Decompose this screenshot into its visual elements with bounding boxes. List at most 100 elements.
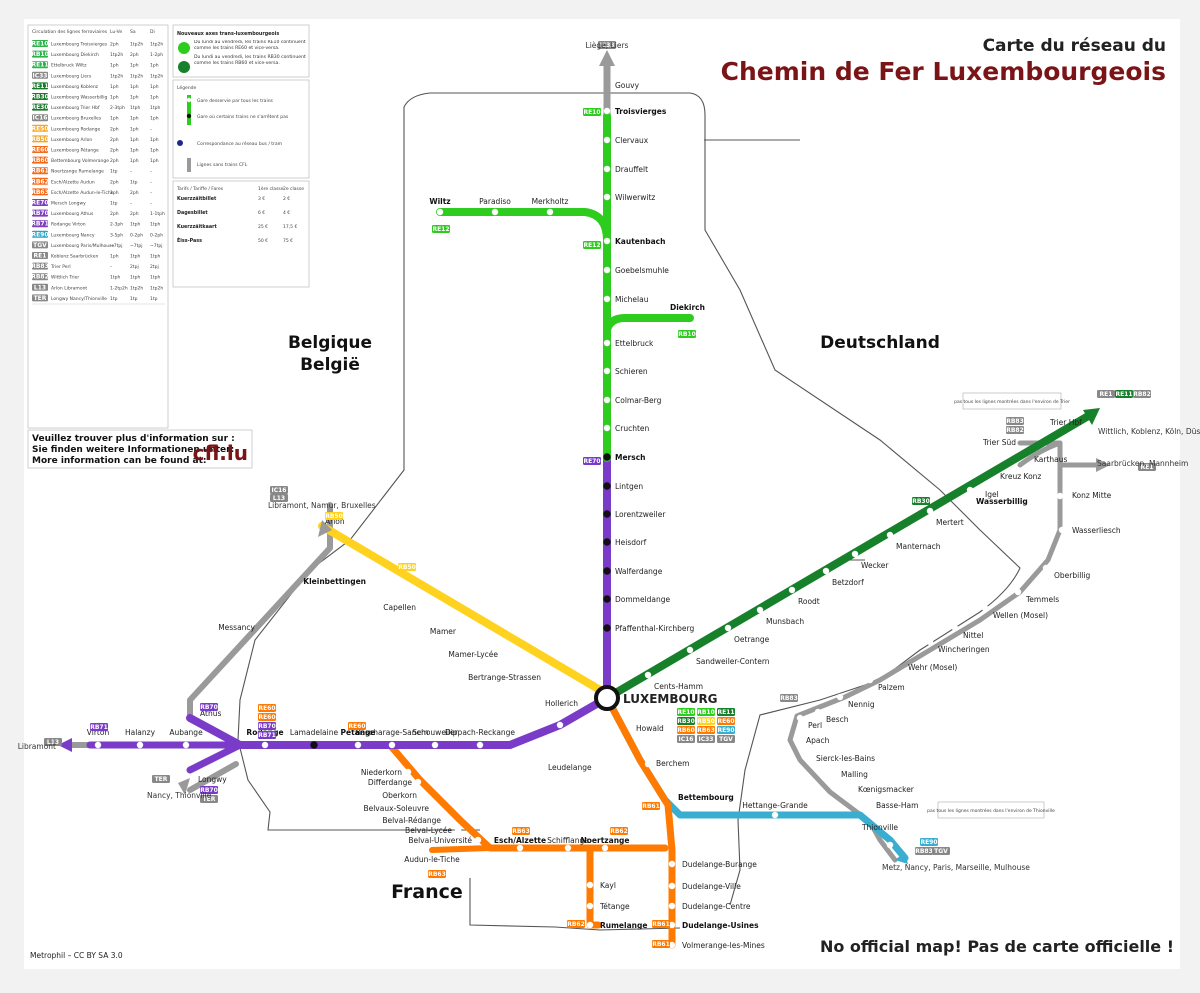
station-label-aubange[interactable]: Aubange [169, 728, 203, 737]
station-dot-belvaux-soleuvre[interactable] [431, 804, 439, 812]
station-label-basse-ham[interactable]: Basse-Ham [876, 801, 918, 810]
station-label-munsbach[interactable]: Munsbach [766, 617, 804, 626]
station-dot-apach[interactable] [796, 734, 804, 742]
station-label-konz-mitte[interactable]: Konz Mitte [1072, 491, 1112, 500]
station-dot-nennig[interactable] [836, 693, 844, 701]
station-label-trier-s-d[interactable]: Trier Süd [982, 438, 1016, 447]
station-label-wasserbillig[interactable]: Wasserbillig [976, 497, 1028, 506]
station-dot-pfaffenthal-kirchberg[interactable] [603, 624, 611, 632]
line-badge-re10[interactable]: RE10 [677, 708, 695, 716]
station-dot-troisvierges[interactable] [603, 107, 611, 115]
station-dot-munsbach[interactable] [756, 606, 764, 614]
station-dot-dudelange-burange[interactable] [668, 860, 676, 868]
station-label-wehr-mosel-[interactable]: Wehr (Mosel) [908, 663, 957, 672]
station-dot-bascharage-sanem[interactable] [388, 741, 396, 749]
station-label-sandweiler-contern[interactable]: Sandweiler-Contern [696, 657, 770, 666]
line-badge-rb30[interactable]: RB30 [912, 497, 930, 505]
station-label-halanzy[interactable]: Halanzy [125, 728, 156, 737]
line-badge-re1[interactable]: RE1 [1097, 390, 1115, 398]
line-badge-ic33[interactable]: IC33 [697, 735, 715, 743]
station-dot-belval-lyc-e[interactable] [454, 826, 462, 834]
station-label-dudelange-burange[interactable]: Dudelange-Burange [682, 860, 757, 869]
line-badge-rb70[interactable]: RB70 [200, 786, 218, 794]
station-label-schifflange[interactable]: Schifflange [547, 836, 589, 845]
station-label-t-tange[interactable]: Tétange [599, 902, 630, 911]
station-label-besch[interactable]: Besch [826, 715, 849, 724]
station-dot-differdange[interactable] [414, 778, 422, 786]
station-label-wecker[interactable]: Wecker [861, 561, 889, 570]
line-badge-re10[interactable]: RE10 [583, 108, 601, 116]
station-dot-walferdange[interactable] [603, 567, 611, 575]
line-badge-rb61[interactable]: RB61 [642, 802, 660, 810]
station-dot-michelau[interactable] [603, 295, 611, 303]
station-label-paradiso[interactable]: Paradiso [479, 197, 511, 206]
line-badge-l13[interactable]: L13 [44, 738, 62, 746]
station-label-wincheringen[interactable]: Wincheringen [938, 645, 990, 654]
station-label-karthaus[interactable]: Karthaus [1034, 455, 1068, 464]
station-label-dippach-reckange[interactable]: Dippach-Reckange [445, 728, 515, 737]
line-badge-ic16[interactable]: IC16 [270, 486, 288, 494]
info-site-link[interactable]: cfl.lu [193, 441, 248, 465]
line-badge-rb10[interactable]: RB10 [678, 330, 696, 338]
station-label-kreuz-konz[interactable]: Kreuz Konz [1000, 472, 1041, 481]
station-dot-dudelange-centre[interactable] [668, 902, 676, 910]
station-label-manternach[interactable]: Manternach [896, 542, 941, 551]
line-badge-re60[interactable]: RE60 [348, 722, 366, 730]
station-dot-besch[interactable] [814, 708, 822, 716]
station-dot-esch-alzette[interactable] [516, 844, 524, 852]
station-label-leudelange[interactable]: Leudelange [548, 763, 592, 772]
station-dot-lorentzweiler[interactable] [603, 510, 611, 518]
line-badge-ic16[interactable]: IC16 [677, 735, 695, 743]
line-badge-ter[interactable]: TER [200, 795, 218, 803]
line-badge-rb50[interactable]: RB50 [325, 512, 343, 520]
station-dot-konz-mitte[interactable] [1056, 492, 1064, 500]
station-label-kleinbettingen[interactable]: Kleinbettingen [303, 577, 366, 586]
station-label-bettembourg[interactable]: Bettembourg [678, 793, 734, 802]
line-badge-ic33[interactable]: IC33 [598, 41, 616, 49]
station-dot-aubange[interactable] [182, 741, 190, 749]
station-dot-oetrange[interactable] [724, 624, 732, 632]
station-dot-sandweiler-contern[interactable] [686, 646, 694, 654]
station-label-hettange-grande[interactable]: Hettange-Grande [742, 801, 808, 810]
station-dot-berchem[interactable] [644, 760, 652, 768]
station-dot-betzdorf[interactable] [822, 567, 830, 575]
station-label-oberkorn[interactable]: Oberkorn [382, 791, 417, 800]
station-label-dudelange-usines[interactable]: Dudelange-Usines [682, 921, 759, 930]
station-dot-lamadelaine[interactable] [310, 741, 318, 749]
station-dot-wellen-mosel-[interactable] [981, 604, 989, 612]
line-badge-re90[interactable]: RE90 [920, 838, 938, 846]
station-dot-colmar-berg[interactable] [603, 396, 611, 404]
station-label-troisvierges[interactable]: Troisvierges [615, 107, 667, 116]
station-label-longwy[interactable]: Longwy [198, 775, 227, 784]
station-dot-bettembourg[interactable] [672, 794, 680, 802]
station-dot-hollerich[interactable] [556, 721, 564, 729]
station-dot-mamer[interactable] [456, 618, 464, 626]
station-dot-virton[interactable] [94, 741, 102, 749]
line-badge-rb83[interactable]: RB83 [1006, 417, 1024, 425]
line-badge-rb63[interactable]: RB63 [512, 827, 530, 835]
line-badge-rb62[interactable]: RB62 [610, 827, 628, 835]
station-label-temmels[interactable]: Temmels [1025, 595, 1059, 604]
station-label-belvaux-soleuvre[interactable]: Belvaux-Soleuvre [363, 804, 429, 813]
station-label-palzem[interactable]: Palzem [878, 683, 905, 692]
station-dot-mertert[interactable] [926, 507, 934, 515]
line-badge-rb83[interactable]: RB83 [780, 694, 798, 702]
station-dot-sierck-les-bains[interactable] [806, 752, 814, 760]
station-label-wellen-mosel-[interactable]: Wellen (Mosel) [993, 611, 1048, 620]
station-label-sierck-les-bains[interactable]: Sierck-les-Bains [816, 754, 875, 763]
station-label-p-tange[interactable]: Pétange [340, 728, 375, 737]
station-label-wilwerwitz[interactable]: Wilwerwitz [615, 193, 655, 202]
station-label-dommeldange[interactable]: Dommeldange [615, 595, 671, 604]
line-badge-rb61[interactable]: RB61 [652, 920, 670, 928]
line-badge-rb63[interactable]: RB63 [697, 726, 715, 734]
station-label-mamer[interactable]: Mamer [430, 627, 457, 636]
station-dot-thionville[interactable] [886, 841, 894, 849]
station-label-berchem[interactable]: Berchem [656, 759, 689, 768]
station-label-goebelsmuhle[interactable]: Goebelsmuhle [615, 266, 669, 275]
station-label-lamadelaine[interactable]: Lamadelaine [290, 728, 339, 737]
station-dot-oberkorn[interactable] [419, 791, 427, 799]
line-badge-re60[interactable]: RE60 [717, 717, 735, 725]
station-label-mersch[interactable]: Mersch [615, 453, 646, 462]
line-badge-rb50[interactable]: RB50 [398, 563, 416, 571]
station-dot-wasserbillig[interactable] [966, 486, 974, 494]
